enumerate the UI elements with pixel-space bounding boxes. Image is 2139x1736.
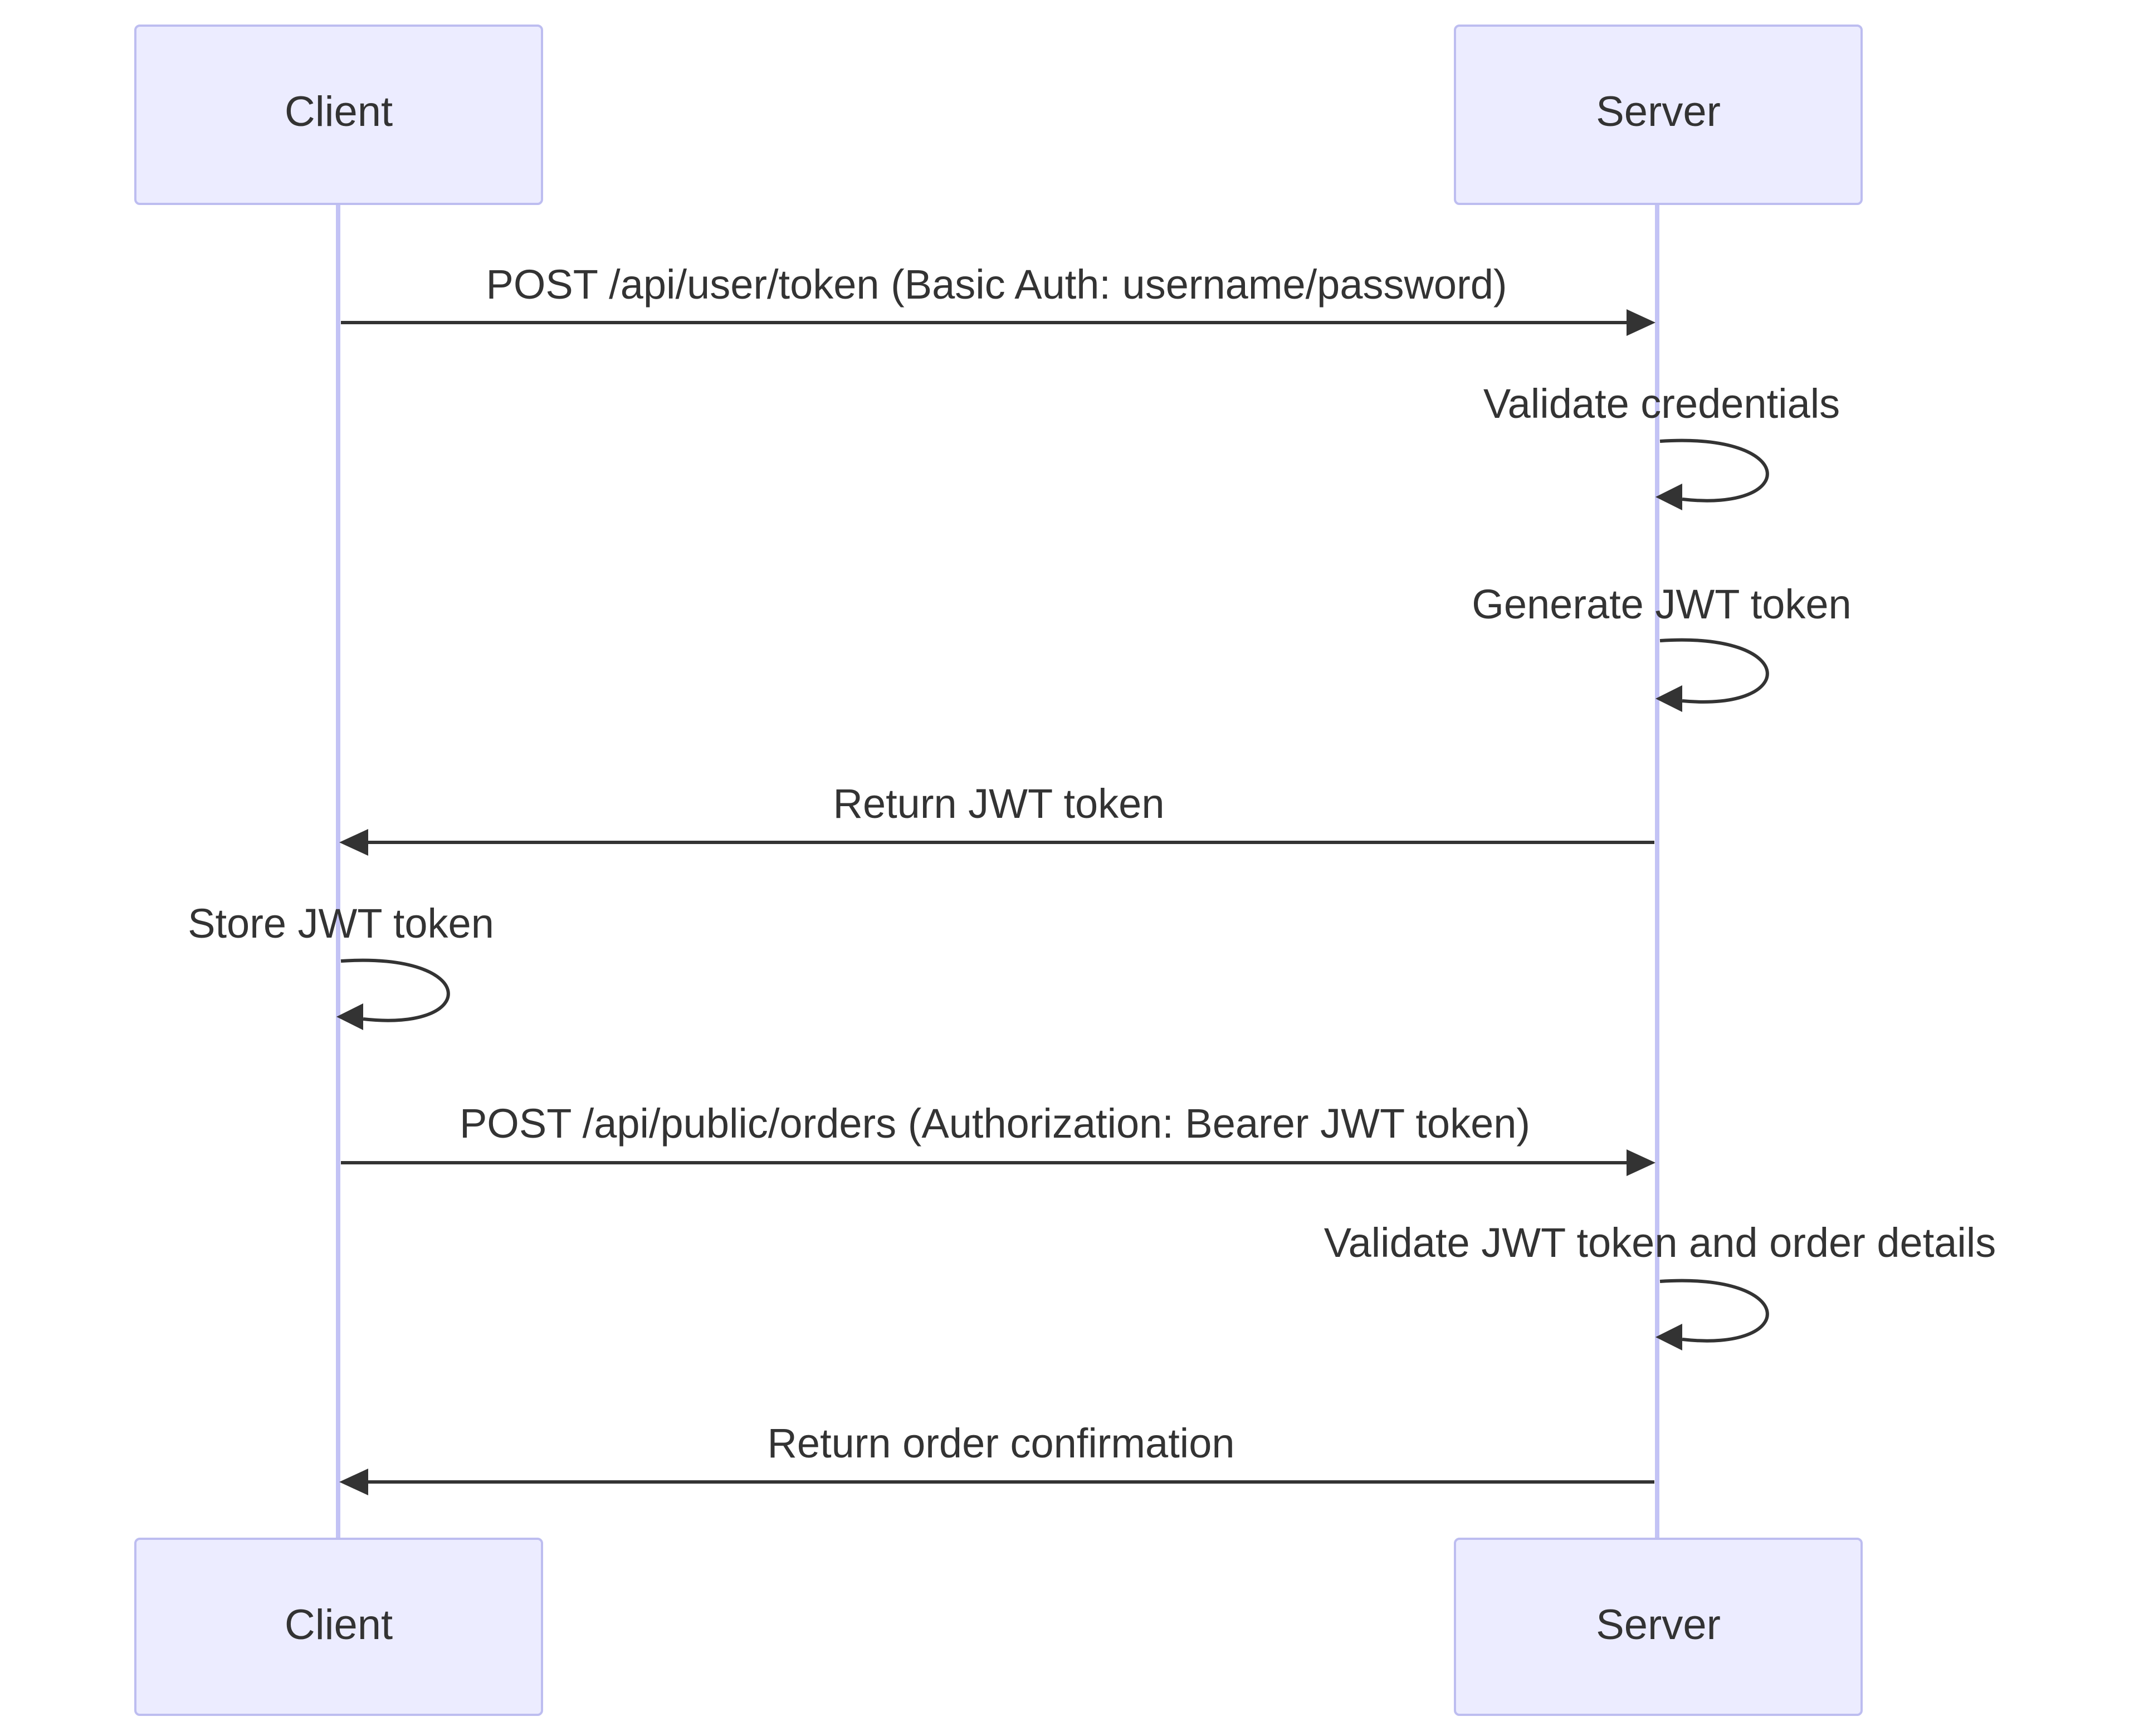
message-label: Store JWT token — [188, 900, 494, 947]
message-request-token: POST /api/user/token (Basic Auth: userna… — [341, 261, 1655, 336]
arrowhead — [339, 1469, 368, 1495]
self-loop-arrow — [1659, 1279, 1769, 1343]
participant-client-bottom: Client — [134, 1538, 543, 1716]
message-label: Return order confirmation — [767, 1420, 1234, 1466]
participant-label: Server — [1596, 88, 1721, 135]
message-label: Generate JWT token — [1472, 581, 1851, 627]
participant-server-bottom: Server — [1454, 1538, 1863, 1716]
participant-label: Client — [285, 1601, 393, 1649]
arrowhead — [336, 1003, 363, 1030]
message-validate-jwt-order: Validate JWT token and order details — [1324, 1220, 1996, 1350]
arrowhead — [1655, 685, 1682, 712]
self-loop-arrow — [1659, 438, 1769, 503]
message-label: Validate JWT token and order details — [1324, 1220, 1996, 1266]
arrowhead — [339, 829, 368, 856]
message-store-jwt: Store JWT token — [188, 900, 494, 1030]
arrowhead — [1627, 309, 1655, 336]
self-loop-arrow — [1659, 638, 1769, 704]
message-label: POST /api/public/orders (Authorization: … — [460, 1100, 1530, 1147]
participant-client-top: Client — [134, 25, 543, 205]
arrowhead — [1655, 484, 1682, 510]
participant-label: Server — [1596, 1601, 1721, 1649]
arrowhead — [1655, 1324, 1682, 1350]
message-label: Return JWT token — [833, 781, 1165, 827]
message-generate-jwt: Generate JWT token — [1472, 581, 1852, 712]
message-return-jwt: Return JWT token — [339, 781, 1654, 856]
message-label: Validate credentials — [1483, 381, 1840, 427]
self-loop-arrow — [340, 958, 450, 1022]
message-label: POST /api/user/token (Basic Auth: userna… — [486, 261, 1507, 308]
participant-label: Client — [285, 88, 393, 135]
message-post-orders: POST /api/public/orders (Authorization: … — [341, 1100, 1655, 1176]
message-return-confirmation: Return order confirmation — [339, 1420, 1654, 1495]
message-validate-credentials: Validate credentials — [1483, 381, 1840, 510]
arrowhead — [1627, 1149, 1655, 1176]
participant-server-top: Server — [1454, 25, 1863, 205]
